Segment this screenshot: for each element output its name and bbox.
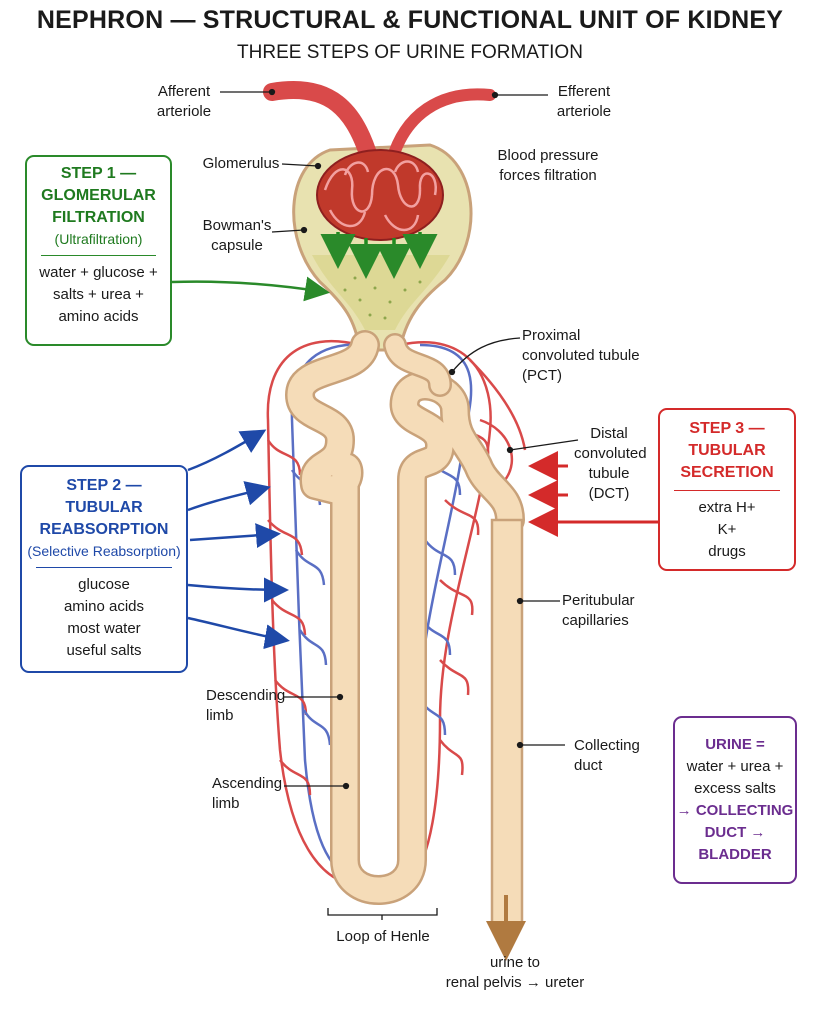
step1-subheading: (Ultrafiltration) [54,231,143,247]
step1-heading: STEP 1 — GLOMERULAR FILTRATION [41,165,156,226]
blood-pressure-label: Blood pressure forces filtration [497,147,599,184]
urine-to-pelvis-label: urine to renal pelvis → ureter [445,954,585,991]
renal-tubule [285,330,525,905]
step2-subheading: (Selective Reabsorption) [27,543,181,559]
peritubular-capillaries-label: Peritubular capillaries [562,592,635,629]
step1-items: water + glucose + salts + urea + amino a… [39,264,158,325]
loop-of-henle-label: Loop of Henle [336,928,430,945]
step3-divider [674,490,780,491]
step2-divider [36,567,172,568]
page-subtitle: THREE STEPS OF URINE FORMATION [237,42,583,63]
step3-tubular-secretion-box: STEP 3 — TUBULAR SECRETION extra H+ K+ d… [658,408,796,571]
pct-label: Proximal convoluted tubule (PCT) [522,327,640,384]
urine-summary-box: URINE = water + urea + excess salts → CO… [673,716,797,884]
step1-divider [41,255,156,256]
step2-heading: STEP 2 — TUBULAR REABSORPTION [39,477,169,538]
urine-destination: → COLLECTING DUCT → BLADDER [676,802,794,863]
afferent-arteriole [263,81,379,169]
collecting-duct [490,518,524,927]
descending-limb-label: Descending limb [206,687,286,724]
urine-title: URINE = [705,736,765,753]
bowmans-capsule-label: Bowman's capsule [202,217,272,254]
afferent-arteriole-label: Afferent arteriole [156,83,212,120]
urine-composition: water + urea + excess salts [686,758,784,797]
ascending-limb-label: Ascending limb [212,775,283,812]
step2-tubular-reabsorption-box: STEP 2 — TUBULAR REABSORPTION (Selective… [20,465,188,673]
collecting-duct-label: Collecting duct [574,737,640,774]
step3-heading: STEP 3 — TUBULAR SECRETION [680,420,774,481]
page-title: NEPHRON — STRUCTURAL & FUNCTIONAL UNIT O… [36,6,784,34]
dct-label: Distal convoluted tubule (DCT) [574,425,647,502]
glomerulus-label: Glomerulus [202,155,280,172]
step2-items: glucose amino acids most water useful sa… [63,576,145,659]
glomerulus [316,149,444,241]
step3-items: extra H+ K+ drugs [698,499,756,560]
efferent-arteriole [386,88,496,166]
step1-glomerular-filtration-box: STEP 1 — GLOMERULAR FILTRATION (Ultrafil… [25,155,172,346]
efferent-arteriole-label: Efferent arteriole [556,83,612,120]
